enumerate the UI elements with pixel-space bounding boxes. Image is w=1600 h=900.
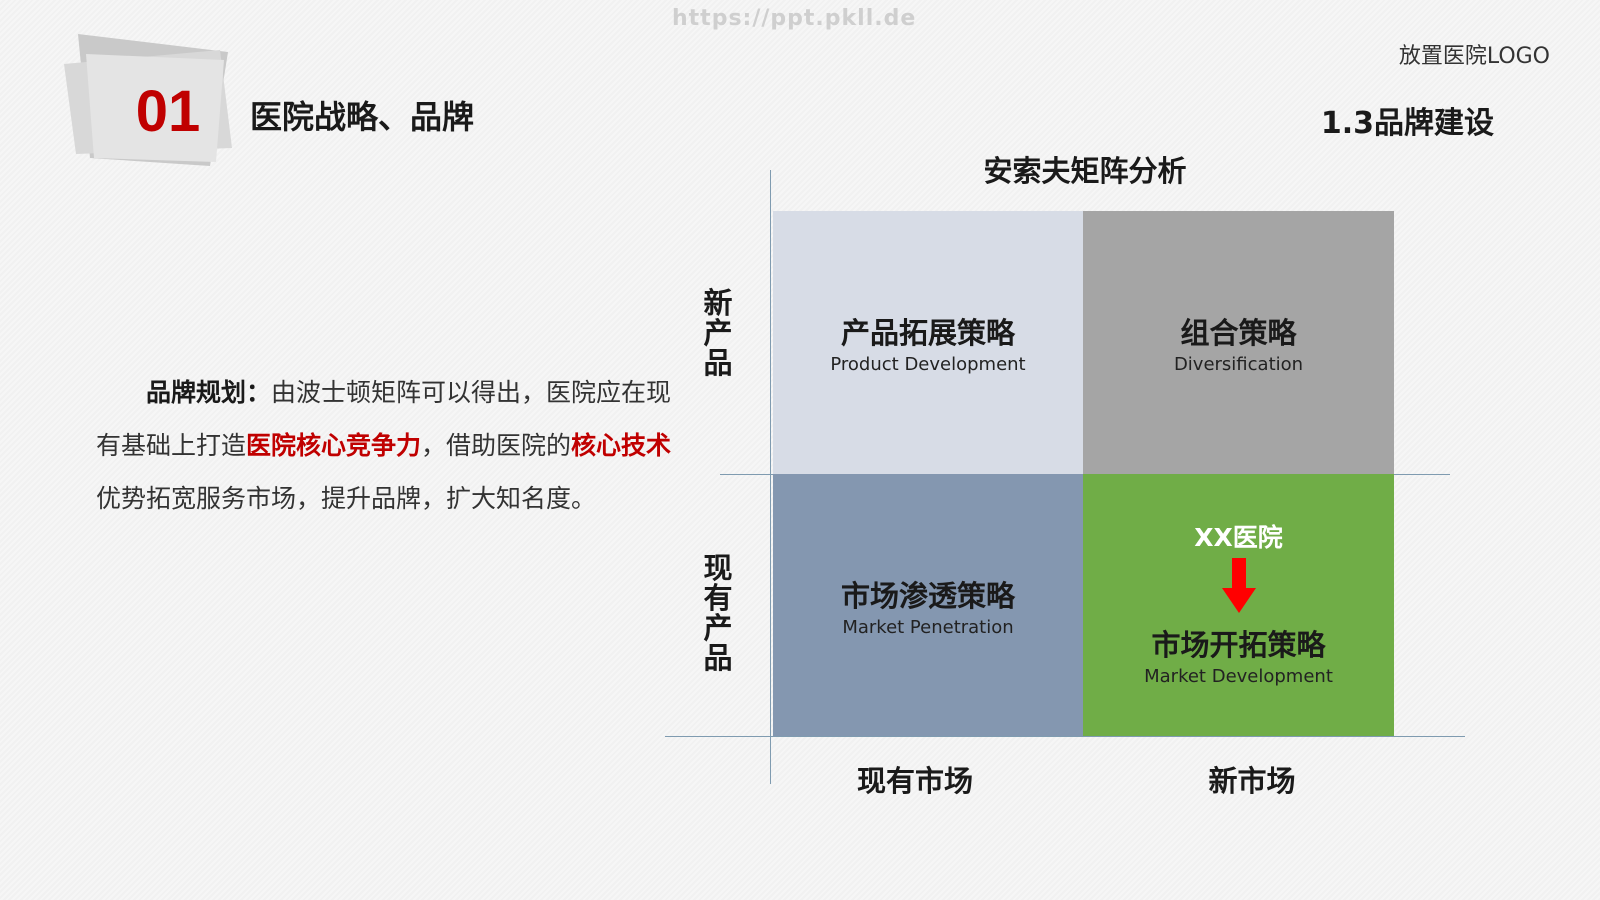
quadrant-label-en: Product Development — [830, 354, 1026, 375]
quadrant-label-zh: 市场渗透策略 — [840, 578, 1015, 613]
col-label-new-market: 新市场 — [1208, 764, 1296, 798]
quadrant-market-development: XX医院 市场开拓策略 Market Development — [1083, 474, 1394, 736]
highlight-core-competitiveness: 医院核心竞争力 — [246, 431, 422, 460]
quadrant-label-en: Market Penetration — [842, 616, 1014, 638]
quadrant-label-en: Diversification — [1173, 354, 1304, 375]
quadrant-label-zh: 市场开拓策略 — [1151, 628, 1326, 662]
vertical-axis-line — [770, 170, 771, 784]
quadrant-label-en: Market Development — [1144, 666, 1333, 687]
bottom-axis-line — [665, 736, 1465, 737]
paragraph-text-3: 优势拓宽服务市场，提升品牌，扩大知名度。 — [96, 484, 597, 513]
paragraph-lead: 品牌规划： — [146, 378, 272, 407]
quadrant-market-penetration: 市场渗透策略 Market Penetration — [773, 474, 1083, 736]
quadrant-diversification: 组合策略 Diversification — [1083, 211, 1394, 474]
paragraph-text-2: ，借助医院的 — [421, 431, 572, 460]
brand-planning-paragraph: 品牌规划：由波士顿矩阵可以得出，医院应在现有基础上打造医院核心竞争力，借助医院的… — [96, 366, 676, 525]
highlight-core-technology: 核心技术 — [571, 431, 672, 460]
section-number: 01 — [135, 79, 201, 144]
paper-note-decoration — [60, 30, 240, 170]
watermark-url: https://ppt.pkll.de — [672, 6, 917, 31]
matrix-title: 安索夫矩阵分析 — [983, 154, 1187, 188]
logo-placeholder: 放置医院LOGO — [1398, 44, 1550, 69]
row-label-existing-product: 现有产品 — [703, 551, 733, 675]
subsection-title: 1.3品牌建设 — [1320, 106, 1494, 141]
hospital-marker: XX医院 — [1194, 523, 1283, 552]
down-arrow-icon — [1221, 558, 1256, 618]
quadrant-label-zh: 组合策略 — [1180, 316, 1297, 350]
section-title: 医院战略、品牌 — [250, 98, 475, 136]
row-label-new-product: 新产品 — [703, 286, 733, 380]
quadrant-label-zh: 产品拓展策略 — [840, 316, 1015, 350]
col-label-existing-market: 现有市场 — [856, 764, 973, 798]
quadrant-product-development: 产品拓展策略 Product Development — [773, 211, 1083, 474]
paragraph-text-1: 由波士顿矩阵可以得出，医院应在现有基础上打造 — [96, 378, 672, 460]
